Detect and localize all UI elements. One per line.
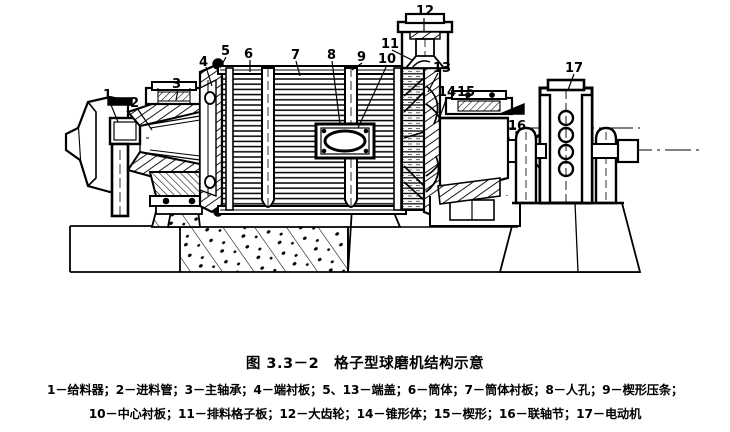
manhole — [314, 122, 376, 160]
callout-leader-lines — [108, 18, 575, 142]
callout-14: 14 — [438, 85, 456, 100]
discharge-end-cover — [422, 60, 521, 227]
feeder-assembly — [64, 95, 142, 218]
mill-shell — [217, 65, 407, 215]
callout-15: 15 — [457, 85, 475, 100]
callout-12: 12 — [416, 4, 434, 19]
ball-mill-cross-section-drawing: 1 2 3 4 5 6 7 8 9 10 11 12 13 14 15 16 1 — [64, 4, 700, 273]
discharge-grate-plate — [401, 67, 425, 211]
main-bearing — [144, 81, 209, 215]
callout-13: 13 — [433, 61, 451, 76]
figure-title: 图 3.3－2 格子型球磨机结构示意 — [245, 356, 485, 372]
bull-gear — [396, 12, 454, 70]
diagram-area: 1 2 3 4 5 6 7 8 9 10 11 12 13 14 15 16 1 — [64, 4, 700, 273]
callout-17: 17 — [565, 61, 583, 76]
callout-6: 6 — [244, 47, 253, 62]
callout-5: 5 — [221, 44, 230, 59]
callout-4: 4 — [199, 55, 208, 70]
callout-3: 3 — [172, 77, 181, 92]
callout-9: 9 — [357, 50, 366, 65]
figure-legend-line-1: 1－给料器；2－进料管；3－主轴承；4－端衬板；5、13－端盖；6－筒体；7－筒… — [46, 383, 684, 397]
callout-7: 7 — [291, 48, 300, 63]
caption-block: 图 3.3－2 格子型球磨机结构示意 1－给料器；2－进料管；3－主轴承；4－端… — [0, 348, 730, 432]
callout-1: 1 — [103, 88, 112, 103]
callout-8: 8 — [327, 48, 336, 63]
callout-10: 10 — [378, 52, 396, 67]
callout-numbers: 1 2 3 4 5 6 7 8 9 10 11 12 13 14 15 16 1 — [103, 4, 583, 134]
callout-16: 16 — [508, 119, 526, 134]
motor — [512, 78, 640, 205]
figure-legend-line-2: 10－中心衬板；11－排料格子板；12－大齿轮；14－锥形体；15－楔形；16－… — [88, 407, 642, 421]
callout-11: 11 — [381, 37, 399, 52]
callout-2: 2 — [130, 96, 139, 111]
discharge-bearing-block — [444, 90, 525, 116]
